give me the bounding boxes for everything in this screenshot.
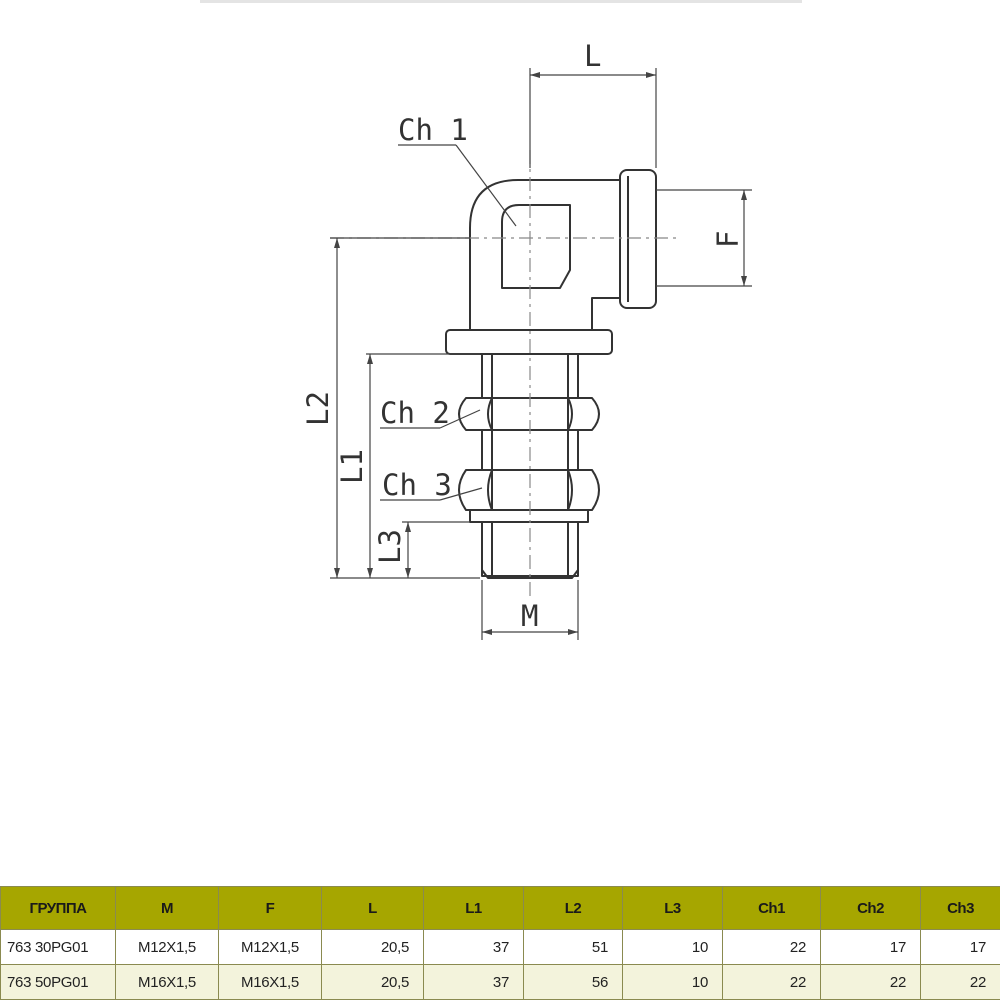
table-cell: 763 30PG01 (0, 929, 116, 965)
table-cell: 22 (920, 964, 1000, 1000)
table-cell: M16X1,5 (115, 964, 219, 1000)
header-cell: L1 (423, 886, 524, 930)
table-cell: 10 (622, 929, 723, 965)
table-cell: M12X1,5 (218, 929, 322, 965)
dimensions-table: ГРУППА M F L L1 L2 L3 Ch1 Ch2 Ch3 763 30… (0, 886, 1000, 1000)
table-cell: 22 (722, 929, 821, 965)
fitting-outline (445, 169, 657, 579)
header-cell: L3 (622, 886, 723, 930)
table-cell: 37 (423, 929, 524, 965)
header-cell: F (218, 886, 322, 930)
table-cell: 20,5 (321, 964, 424, 1000)
table-cell: M16X1,5 (218, 964, 322, 1000)
header-cell: ГРУППА (0, 886, 116, 930)
table-cell: 763 50PG01 (0, 964, 116, 1000)
label-L1: L1 (335, 449, 369, 484)
header-cell: Ch2 (820, 886, 921, 930)
table-header-row: ГРУППА M F L L1 L2 L3 Ch1 Ch2 Ch3 (0, 886, 1000, 930)
dimension-arrows (334, 72, 747, 635)
label-ch2: Ch 2 (380, 396, 450, 430)
label-F: F (711, 231, 745, 248)
top-rule (200, 0, 802, 3)
label-L2: L2 (301, 391, 335, 426)
table-cell: 37 (423, 964, 524, 1000)
table-cell: 51 (523, 929, 623, 965)
table-cell: 17 (920, 929, 1000, 965)
table-cell: 20,5 (321, 929, 424, 965)
table-cell: 56 (523, 964, 623, 1000)
label-L3: L3 (373, 529, 407, 564)
table-cell: 22 (820, 964, 921, 1000)
header-cell: L2 (523, 886, 623, 930)
table-row: 763 30PG01 M12X1,5 M12X1,5 20,5 37 51 10… (0, 929, 1000, 965)
header-cell: M (115, 886, 219, 930)
header-cell: Ch1 (722, 886, 821, 930)
label-M: M (521, 599, 538, 633)
label-ch3: Ch 3 (382, 468, 452, 502)
header-cell: Ch3 (920, 886, 1000, 930)
table-cell: 10 (622, 964, 723, 1000)
table-cell: 22 (722, 964, 821, 1000)
header-cell: L (321, 886, 424, 930)
table-cell: M12X1,5 (115, 929, 219, 965)
label-L: L (584, 39, 601, 73)
dimension-lines (330, 68, 752, 640)
table-row: 763 50PG01 M16X1,5 M16X1,5 20,5 37 56 10… (0, 964, 1000, 1000)
fitting-technical-drawing: L Ch 1 Ch 2 Ch 3 M F L2 L1 L3 (301, 39, 752, 640)
label-ch1: Ch 1 (398, 113, 468, 147)
table-cell: 17 (820, 929, 921, 965)
